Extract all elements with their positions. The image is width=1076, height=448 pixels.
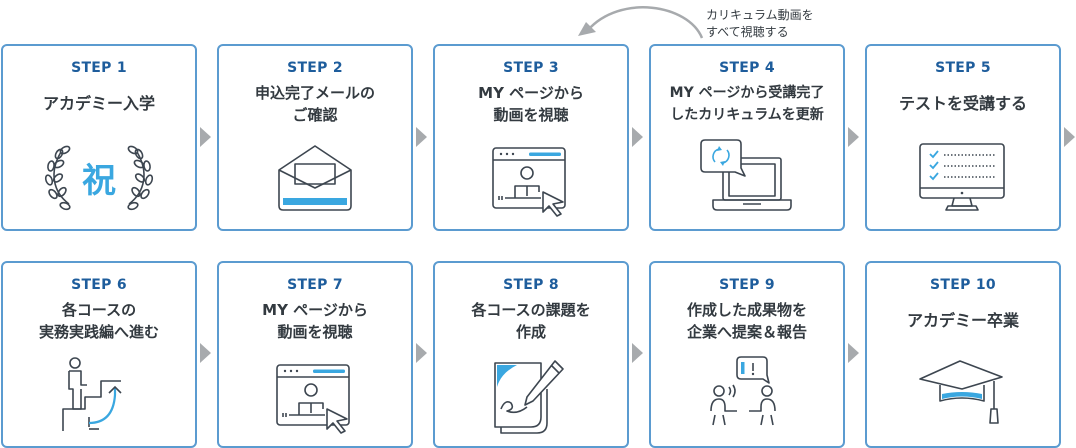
flow-arrow-2 — [416, 127, 427, 147]
monitor-checklist-icon — [919, 143, 1005, 211]
laptop-refresh-icon — [700, 139, 792, 211]
step-card-1: STEP 1 アカデミー入学 祝 — [1, 44, 197, 231]
laurel-celebration-icon: 祝 — [44, 145, 154, 211]
flow-arrow-7 — [416, 343, 427, 363]
step-label: STEP 6 — [71, 277, 127, 293]
flow-arrow-5 — [1064, 127, 1075, 147]
flow-arrow-3 — [632, 127, 643, 147]
step-title: 各コースの課題を 作成 — [471, 301, 591, 341]
flow-arrow-9 — [848, 343, 859, 363]
document-pen-icon — [494, 360, 564, 434]
loop-back-arrow — [578, 6, 704, 39]
step-title: アカデミー入学 — [42, 94, 155, 113]
celebration-kanji: 祝 — [82, 161, 116, 201]
step-card-9: STEP 9 作成した成果物を 企業へ提案＆報告 — [649, 261, 845, 448]
open-envelope-icon — [278, 145, 352, 211]
step-card-8: STEP 8 各コースの課題を 作成 — [433, 261, 629, 448]
flow-arrow-6 — [200, 343, 211, 363]
stairs-progress-icon — [62, 357, 122, 431]
step-title: 各コースの 実務実践編へ進む — [38, 301, 159, 341]
step-label: STEP 4 — [719, 60, 775, 76]
step-title: アカデミー卒業 — [906, 311, 1019, 330]
step-title: テストを受講する — [898, 94, 1027, 113]
step-title: 作成した成果物を 企業へ提案＆報告 — [686, 301, 807, 341]
step-title: MY ページから 動画を視聴 — [262, 301, 368, 341]
step-label: STEP 1 — [71, 60, 127, 76]
step-card-4: STEP 4 MY ページから受講完了 したカリキュラムを更新 — [649, 44, 845, 231]
step-card-2: STEP 2 申込完了メールの ご確認 — [217, 44, 413, 231]
step-card-3: STEP 3 MY ページから 動画を視聴 — [433, 44, 629, 231]
step-title: MY ページから受講完了 したカリキュラムを更新 — [669, 85, 825, 123]
step-label: STEP 3 — [503, 60, 559, 76]
step-card-6: STEP 6 各コースの 実務実践編へ進む — [1, 261, 197, 448]
step-title: 申込完了メールの ご確認 — [254, 84, 375, 124]
step-label: STEP 8 — [503, 277, 559, 293]
presentation-people-icon — [710, 356, 776, 426]
graduation-cap-icon — [919, 360, 1003, 424]
step-label: STEP 10 — [930, 277, 996, 293]
video-player-icon — [276, 364, 350, 434]
step-label: STEP 2 — [287, 60, 343, 76]
video-player-icon — [492, 147, 566, 217]
step-card-5: STEP 5 テストを受講する — [865, 44, 1061, 231]
step-title: MY ページから 動画を視聴 — [478, 84, 584, 124]
step-label: STEP 5 — [935, 60, 991, 76]
flow-arrow-8 — [632, 343, 643, 363]
step-card-7: STEP 7 MY ページから 動画を視聴 — [217, 261, 413, 448]
step-label: STEP 9 — [719, 277, 775, 293]
step-card-10: STEP 10 アカデミー卒業 — [865, 261, 1061, 448]
flow-arrow-1 — [200, 127, 211, 147]
step-label: STEP 7 — [287, 277, 343, 293]
flow-arrow-4 — [848, 127, 859, 147]
loop-note: カリキュラム動画を すべて視聴する — [706, 8, 814, 39]
